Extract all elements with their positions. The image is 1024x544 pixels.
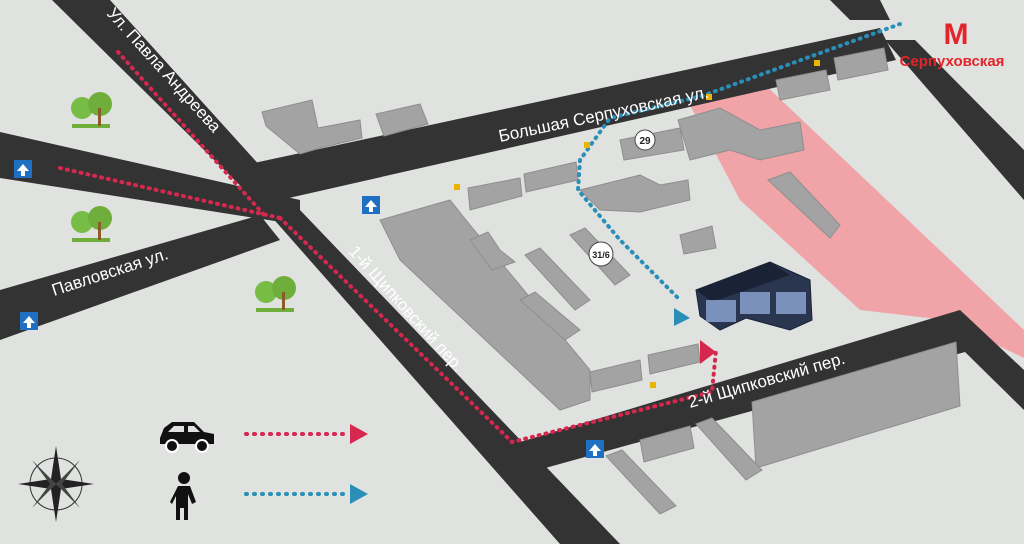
road-west [0, 215, 280, 340]
svg-text:29: 29 [639, 136, 651, 147]
road-pavlovskaya [0, 132, 300, 225]
compass-icon [18, 446, 94, 522]
one-way-sign [14, 160, 32, 178]
legend [160, 422, 368, 520]
legend-car-arrow [350, 424, 368, 444]
metro-icon: М [944, 18, 969, 51]
car-icon [160, 422, 214, 453]
building [261, 47, 961, 515]
one-way-sign [362, 196, 380, 214]
buildings [261, 47, 961, 515]
barrier-icon [454, 60, 820, 388]
road-bolshaya-serpukhovskaya [245, 28, 896, 200]
target-building[interactable] [695, 261, 813, 331]
walk-route [575, 22, 902, 302]
car-route [58, 50, 718, 445]
car-route-arrow [700, 340, 716, 364]
road-shchipkovsky-2 [500, 310, 1024, 475]
svg-text:31/6: 31/6 [592, 250, 610, 260]
legend-walk-arrow [350, 484, 368, 504]
road-north [830, 0, 890, 20]
house-number-31-6: 31/6 [588, 241, 614, 267]
tree-icon [71, 92, 112, 128]
metro-station-name: Серпуховская [900, 53, 1005, 70]
one-way-sign [586, 440, 604, 458]
metro-station: М Серпуховская [900, 18, 1005, 70]
walk-route-arrow [674, 308, 690, 326]
pedestrian-icon [170, 472, 196, 520]
one-way-sign [20, 312, 38, 330]
tree-icon [71, 206, 112, 242]
road-east [885, 40, 1024, 200]
tree-icon [255, 276, 296, 312]
house-number-29: 29 [634, 129, 656, 151]
